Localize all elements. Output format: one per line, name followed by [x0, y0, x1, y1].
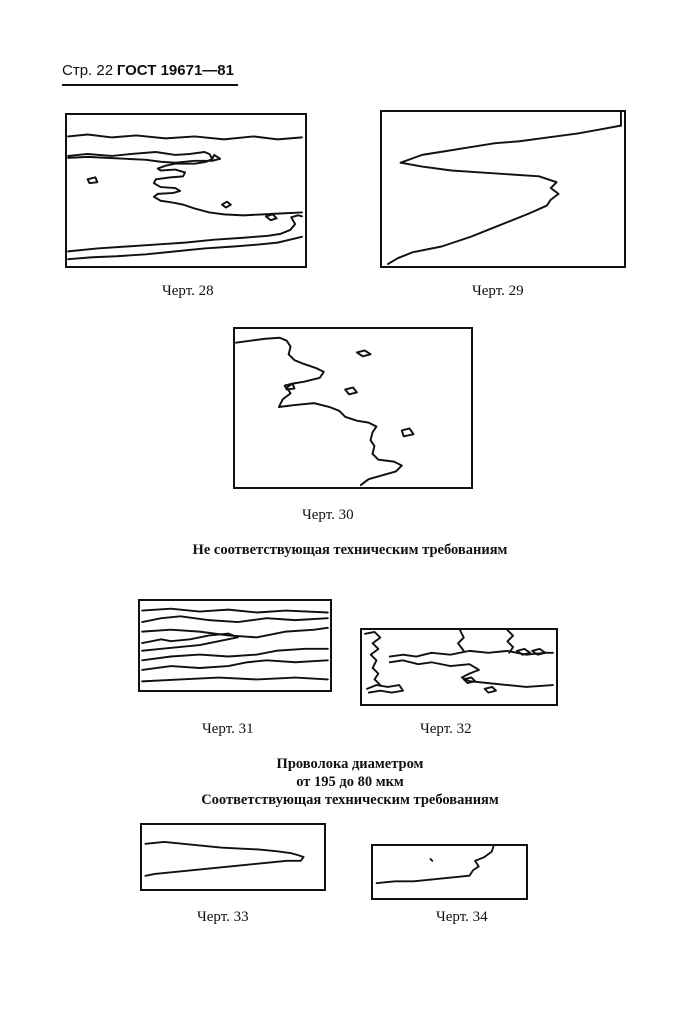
heading-nonconforming: Не соответствующая техническим требовани…	[192, 542, 508, 558]
standard-number: ГОСТ 19671—81	[116, 62, 234, 79]
header-rule	[62, 84, 238, 86]
figure-29	[380, 110, 626, 268]
page-header: Стр. 22 ГОСТ 19671—81	[62, 62, 234, 80]
figure-31	[138, 599, 332, 692]
figure-34-drawing	[375, 845, 495, 885]
figure-34	[371, 844, 528, 900]
caption-figure-32: Черт. 32	[420, 721, 472, 737]
figure-28-drawing	[67, 133, 303, 261]
figure-30-drawing	[234, 336, 415, 487]
figure-32-drawing	[364, 629, 554, 694]
figure-29-drawing	[387, 111, 622, 266]
heading-conforming: Соответствующая техническим требованиям	[201, 792, 499, 808]
figure-28	[65, 113, 307, 268]
figure-33-drawing	[144, 841, 305, 877]
caption-figure-28: Черт. 28	[162, 283, 214, 299]
page-number: Стр. 22	[62, 62, 114, 79]
figure-33	[140, 823, 326, 891]
figure-31-drawing	[141, 607, 329, 683]
heading-wire-diameter: Проволока диаметром	[276, 756, 424, 772]
caption-figure-33: Черт. 33	[197, 909, 249, 925]
caption-figure-34: Черт. 34	[436, 909, 488, 925]
figure-32	[360, 628, 558, 706]
caption-figure-29: Черт. 29	[472, 283, 524, 299]
heading-diameter-range: от 195 до 80 мкм	[296, 774, 404, 790]
caption-figure-31: Черт. 31	[202, 721, 254, 737]
figure-30	[233, 327, 473, 489]
caption-figure-30: Черт. 30	[302, 507, 354, 523]
